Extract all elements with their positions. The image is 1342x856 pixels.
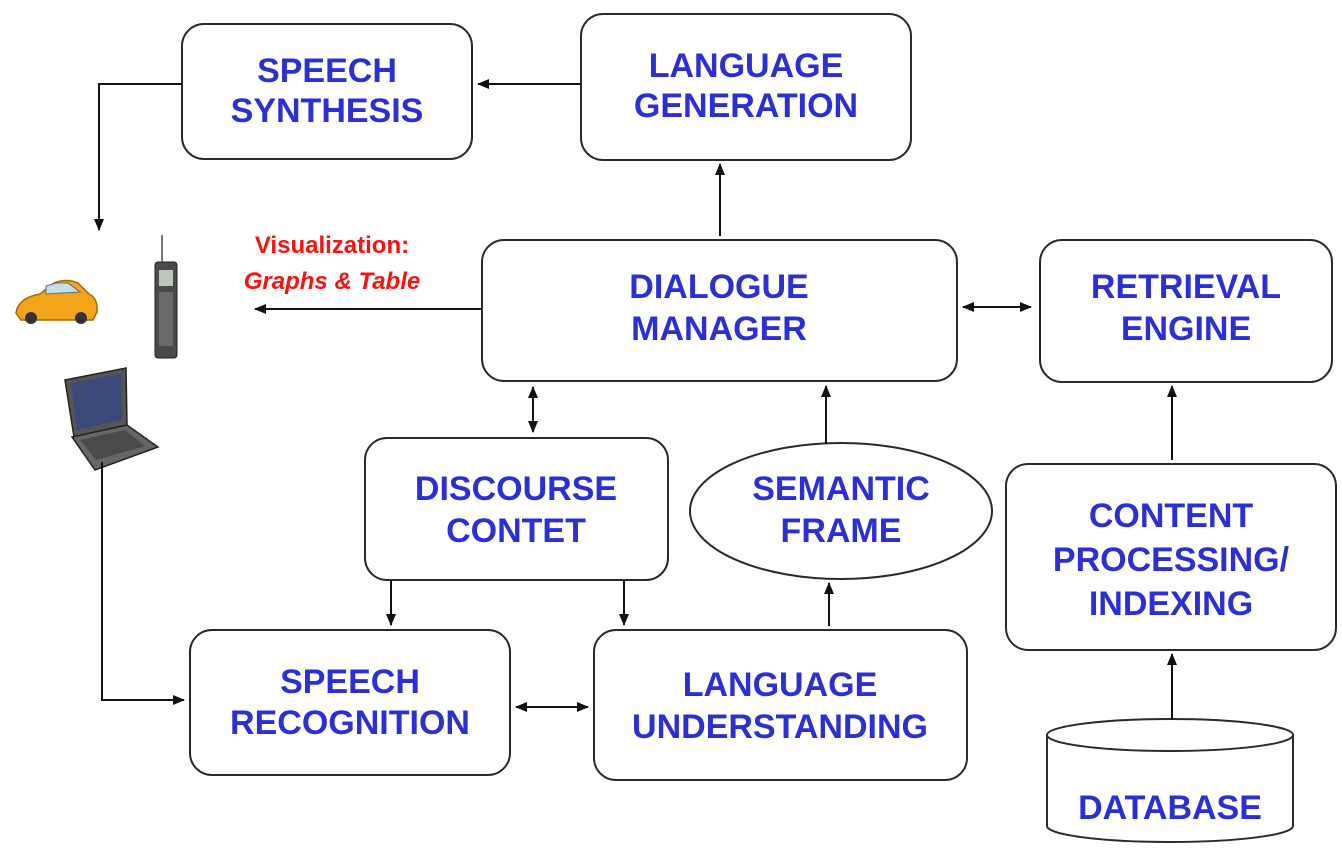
dialogue-manager-label-line2: MANAGER: [631, 310, 807, 348]
car-icon: [15, 279, 98, 324]
content-processing-label-line1: CONTENT: [1089, 497, 1254, 535]
arrow-synthesis-to-devices: [94, 83, 182, 231]
discourse-context-node: DISCOURSE CONTET: [364, 437, 669, 581]
language-generation-label-line1: LANGUAGE: [649, 47, 844, 85]
mobile-phone-icon: [154, 235, 178, 359]
semantic-frame-node: SEMANTIC FRAME: [689, 442, 993, 580]
content-processing-label-line2: PROCESSING/: [1053, 541, 1290, 579]
retrieval-engine-label-line1: RETRIEVAL: [1091, 268, 1281, 306]
connector-arrows: [94, 79, 1177, 719]
discourse-context-label-line1: DISCOURSE: [415, 470, 617, 508]
content-processing-label-line3: INDEXING: [1089, 585, 1253, 623]
arrow-devices-to-recognition: [101, 462, 185, 705]
laptop-icon: [64, 367, 160, 471]
language-generation-node: LANGUAGE GENERATION: [580, 13, 912, 161]
speech-recognition-label-line1: SPEECH: [280, 663, 420, 701]
retrieval-engine-label-line2: ENGINE: [1121, 310, 1251, 348]
speech-synthesis-node: SPEECH SYNTHESIS: [181, 23, 473, 160]
language-understanding-label-line1: LANGUAGE: [683, 666, 878, 704]
dialogue-manager-label-line1: DIALOGUE: [629, 268, 808, 306]
speech-synthesis-label-line2: SYNTHESIS: [231, 92, 424, 130]
visualization-label: Visualization: Graphs & Table: [244, 232, 420, 295]
speech-recognition-node: SPEECH RECOGNITION: [189, 629, 511, 776]
semantic-frame-label-line1: SEMANTIC: [752, 470, 930, 508]
dialogue-manager-node: DIALOGUE MANAGER: [481, 239, 958, 382]
semantic-frame-label-line2: FRAME: [781, 512, 902, 550]
language-understanding-label-line2: UNDERSTANDING: [632, 708, 928, 746]
language-understanding-node: LANGUAGE UNDERSTANDING: [593, 629, 968, 781]
visualization-label-line1: Visualization:: [255, 232, 409, 259]
retrieval-engine-node: RETRIEVAL ENGINE: [1039, 239, 1333, 383]
database-node: DATABASE: [1046, 718, 1294, 843]
speech-synthesis-label-line1: SPEECH: [257, 52, 397, 90]
language-generation-label-line2: GENERATION: [634, 87, 858, 125]
discourse-context-label-line2: CONTET: [446, 512, 586, 550]
content-processing-node: CONTENT PROCESSING/ INDEXING: [1005, 463, 1337, 651]
speech-recognition-label-line2: RECOGNITION: [230, 704, 470, 742]
database-label: DATABASE: [1078, 789, 1262, 827]
visualization-label-line2: Graphs & Table: [244, 268, 420, 295]
